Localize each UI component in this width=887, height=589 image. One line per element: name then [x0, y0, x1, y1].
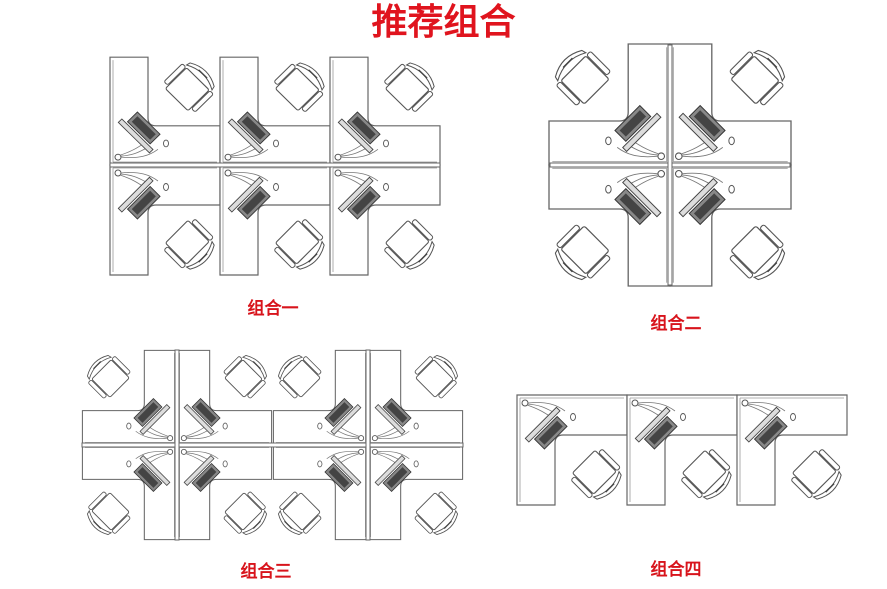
workstation: [329, 55, 442, 166]
workstation: [271, 444, 369, 542]
workstation: [329, 164, 442, 277]
workstation: [546, 164, 671, 289]
page-title: 推荐组合: [371, 2, 516, 43]
workstation: [80, 444, 178, 542]
group-2-label: 组合二: [650, 314, 702, 334]
group-3-plan: [80, 348, 465, 542]
workstation: [271, 348, 369, 446]
group-4-plan: [516, 394, 849, 507]
workstation: [109, 164, 222, 277]
workstation: [176, 444, 274, 542]
workstation: [176, 348, 274, 446]
workstation: [219, 164, 332, 277]
group-1-label: 组合一: [247, 299, 299, 319]
workstation: [367, 444, 465, 542]
workstation: [626, 394, 739, 507]
workstation: [736, 394, 849, 507]
workstation: [80, 348, 178, 446]
workstation: [367, 348, 465, 446]
workstation: [219, 55, 332, 166]
group-4-label: 组合四: [650, 560, 702, 580]
group-2-plan: [546, 41, 794, 289]
workstation: [546, 41, 671, 166]
group-3-label: 组合三: [240, 562, 292, 582]
workstation: [669, 164, 794, 289]
workstation: [669, 41, 794, 166]
workstation: [516, 394, 629, 507]
workstation: [109, 55, 222, 166]
group-1-plan: [109, 55, 442, 277]
